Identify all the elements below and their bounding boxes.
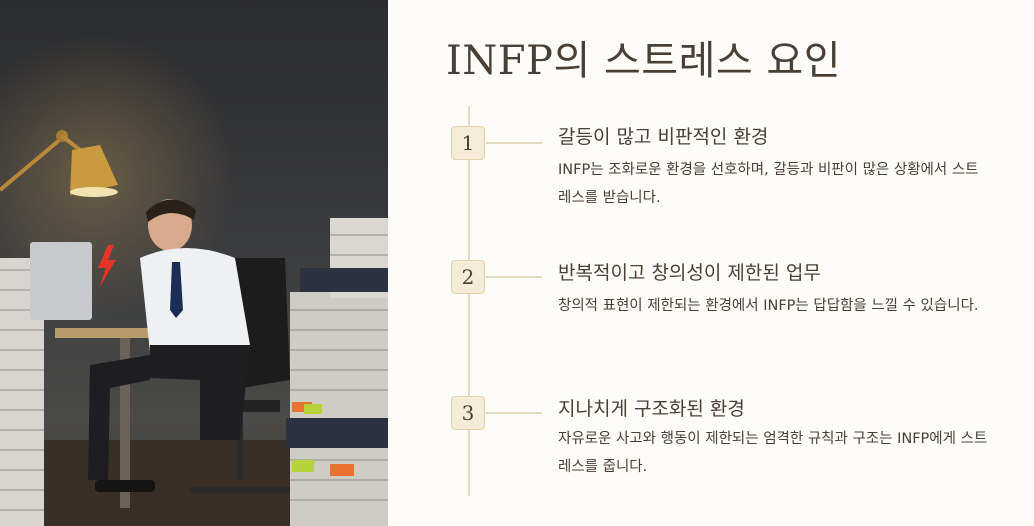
lightning-bolt-icon [98,245,116,288]
page-title: INFP의 스트레스 요인 [446,38,841,84]
desk-lamp-icon [0,130,118,197]
item-description: INFP는 조화로운 환경을 선호하며, 갈등과 비판이 많은 상황에서 스트레… [558,162,979,206]
monitor-icon [30,242,92,320]
stressed-person [88,199,250,492]
number-badge: 3 [451,396,485,430]
number-badge: 1 [451,126,485,160]
timeline-connector [486,142,542,144]
item-title: 반복적이고 창의성이 제한된 업무 [558,262,821,284]
timeline-connector [486,276,542,278]
stressed-worker-photo [0,0,388,526]
office-scene-illustration [0,0,388,526]
item-description: 자유로운 사고와 행동이 제한되는 엄격한 규칙과 구조는 INFP에게 스트레… [558,431,988,475]
timeline-line [468,106,470,496]
item-title: 갈등이 많고 비판적인 환경 [558,126,769,148]
item-description: 창의적 표현이 제한되는 환경에서 INFP는 답답함을 느낄 수 있습니다. [558,298,979,314]
number-badge: 2 [451,260,485,294]
item-title: 지나치게 구조화된 환경 [558,398,745,420]
paper-stack-right [286,218,388,526]
stress-factors-panel: INFP의 스트레스 요인 1 갈등이 많고 비판적인 환경 INFP는 조화로… [388,0,1034,526]
timeline-connector [486,412,542,414]
